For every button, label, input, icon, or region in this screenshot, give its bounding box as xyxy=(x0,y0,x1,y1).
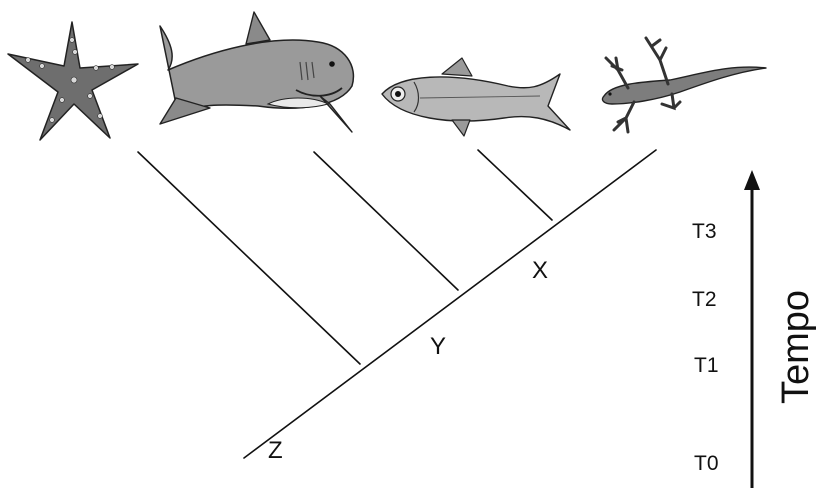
cladogram-branches xyxy=(137,149,657,459)
time-tick-t0: T0 xyxy=(694,452,719,475)
time-axis: T3 T2 T1 T0 Tempo xyxy=(692,170,816,488)
branch-shark xyxy=(313,151,459,291)
bony-fish-icon xyxy=(381,57,571,137)
time-tick-t3: T3 xyxy=(692,220,717,243)
time-tick-t1: T1 xyxy=(694,354,719,377)
node-label-y: Y xyxy=(430,333,446,360)
lizard-icon xyxy=(601,36,767,134)
node-label-z: Z xyxy=(268,437,283,464)
branch-starfish xyxy=(137,151,361,365)
time-axis-title: Tempo xyxy=(775,290,816,404)
node-label-x: X xyxy=(532,257,548,284)
time-axis-arrowhead xyxy=(744,170,760,190)
shark-icon xyxy=(159,11,355,133)
starfish-icon xyxy=(7,21,139,141)
time-tick-t2: T2 xyxy=(692,288,717,311)
main-trunk xyxy=(243,149,657,459)
branch-bony-fish xyxy=(477,149,553,221)
